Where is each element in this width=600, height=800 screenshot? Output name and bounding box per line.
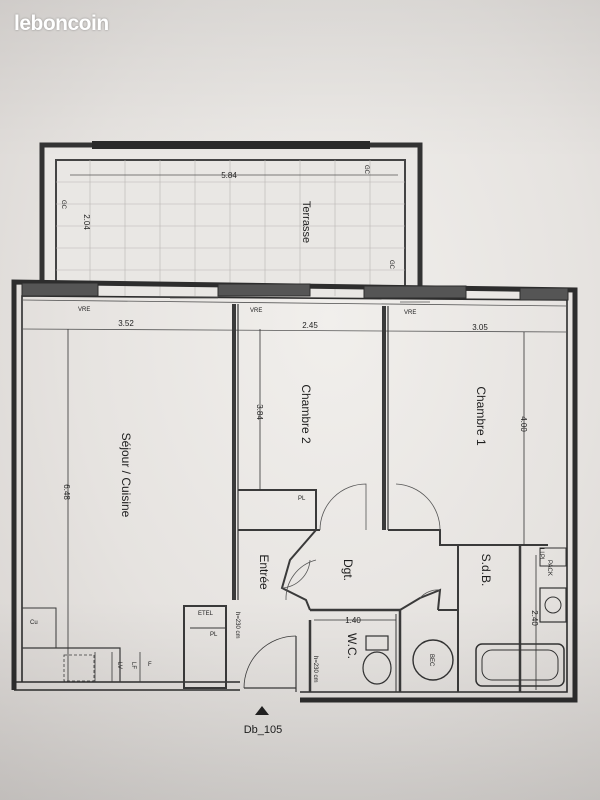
cu-label: Cu bbox=[30, 620, 38, 626]
lv-label: LV bbox=[116, 662, 122, 669]
wc-width: 1.40 bbox=[345, 616, 361, 625]
living-width: 3.52 bbox=[118, 319, 134, 328]
bedroom2-width: 2.45 bbox=[302, 321, 318, 330]
ceiling-height-entrance: h=230 cm bbox=[234, 612, 240, 639]
exterior-walls bbox=[11, 279, 578, 703]
bathroom-fixtures bbox=[362, 547, 567, 687]
f-label: F bbox=[148, 662, 152, 668]
pl-label-1: PL bbox=[298, 496, 306, 502]
bathroom-label: S.d.B. bbox=[479, 554, 493, 587]
interior-walls bbox=[22, 304, 548, 692]
hallway-label: Dgt. bbox=[341, 559, 355, 581]
gc-label-3: GC bbox=[388, 260, 394, 270]
pack-label: PACK bbox=[546, 560, 552, 576]
bedroom1-label: Chambre 1 bbox=[474, 386, 488, 446]
vre-label-1: VRE bbox=[78, 307, 90, 313]
terrace-width: 5.84 bbox=[221, 171, 237, 180]
terrace-label: Terrasse bbox=[300, 201, 312, 243]
terrace-depth: 2.04 bbox=[82, 214, 91, 230]
pl-label-3: PL bbox=[538, 554, 544, 562]
pl-label-2: PL bbox=[210, 632, 218, 638]
door-swings bbox=[281, 483, 441, 601]
bedroom1-width: 3.05 bbox=[472, 323, 488, 332]
bedroom1-depth: 4.00 bbox=[519, 416, 528, 432]
unit-label: Db_105 bbox=[244, 724, 283, 736]
gc-label-1: GC bbox=[60, 200, 66, 210]
bathroom-depth: 2.40 bbox=[530, 610, 539, 626]
lf-label: LF bbox=[130, 662, 136, 669]
ceiling-height-wc: h=230 cm bbox=[312, 656, 318, 683]
bedroom2-depth: 3.84 bbox=[255, 404, 264, 420]
bedroom2-label: Chambre 2 bbox=[299, 384, 313, 444]
vre-label-2: VRE bbox=[250, 308, 262, 314]
etel-label: ETEL bbox=[198, 611, 214, 617]
living-label: Séjour / Cuisine bbox=[119, 433, 133, 518]
vre-label-3: VRE bbox=[404, 310, 416, 316]
bec-label: BEC bbox=[428, 654, 434, 667]
lave-label: LL bbox=[538, 548, 544, 555]
gc-label-2: GC bbox=[363, 165, 369, 175]
terrace-area bbox=[39, 141, 423, 297]
watermark-logo: leboncoin bbox=[14, 12, 109, 35]
wc-label: W.C. bbox=[345, 633, 359, 659]
entrance-label: Entrée bbox=[257, 554, 271, 590]
living-depth: 6.48 bbox=[62, 484, 71, 500]
